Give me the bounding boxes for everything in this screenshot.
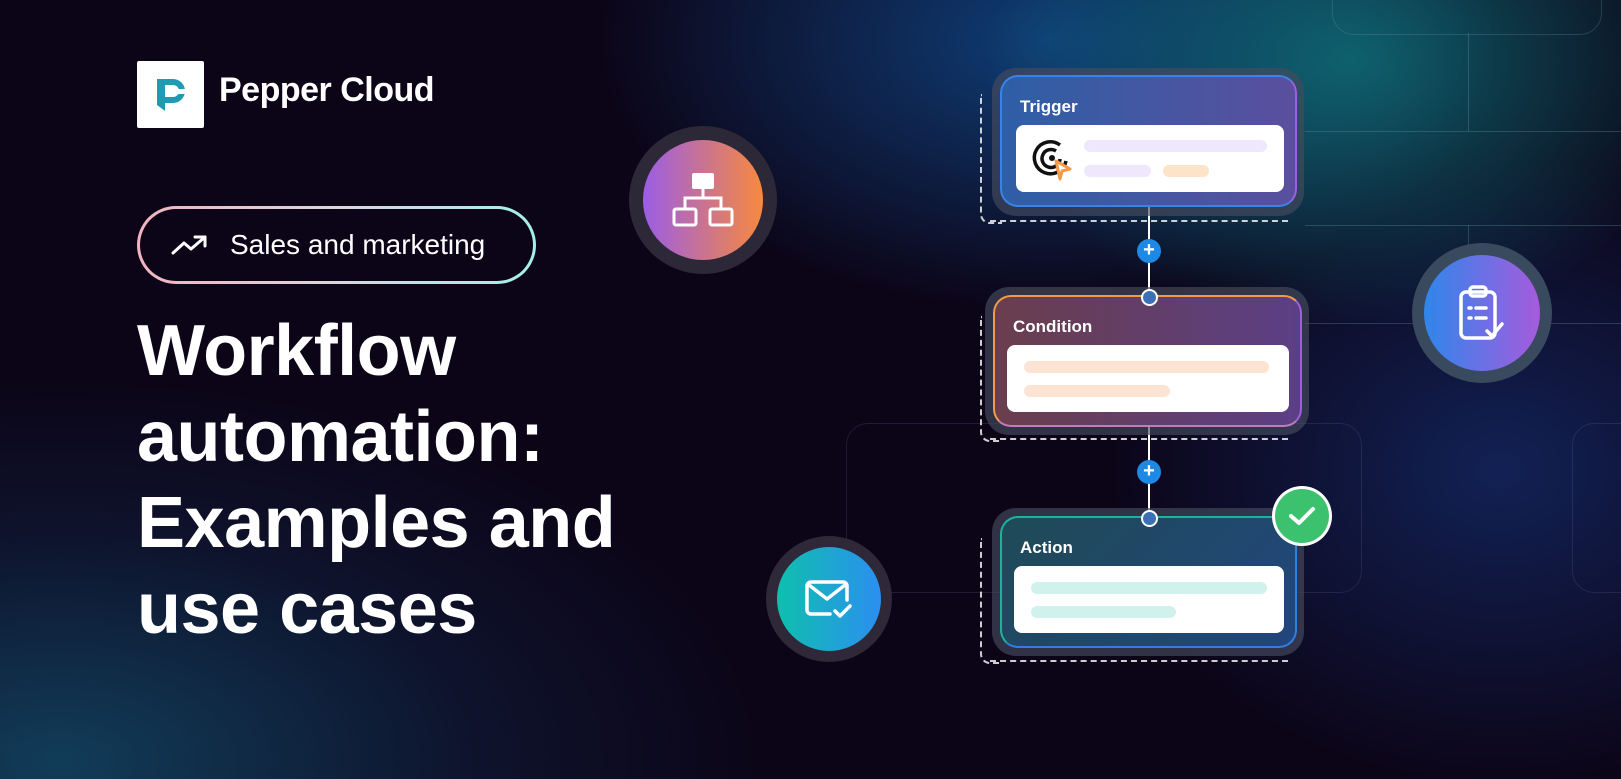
placeholder-bar [1084,140,1267,152]
add-step-button[interactable]: + [1137,460,1161,484]
drop-zone-outline [990,438,1288,440]
page-title: Workflow automation: Examples and use ca… [137,308,616,652]
grid-line [1305,225,1621,226]
drop-zone-outline [980,94,1002,224]
condition-step-card[interactable]: Condition [993,295,1302,427]
grid-box-right [1572,423,1621,593]
category-label: Sales and marketing [230,229,486,260]
brand-name: Pepper Cloud [219,71,435,109]
grid-box-top-right [1332,0,1602,35]
sitemap-circle [629,126,777,274]
grid-line [1468,225,1469,247]
action-step-card[interactable]: Action [1000,516,1297,648]
title-line: use cases [137,569,477,649]
drop-zone-outline [980,316,1002,442]
plus-icon: + [1143,460,1155,482]
clipboard-check-icon [1459,285,1504,340]
drop-zone-outline [990,660,1288,662]
title-line: Examples and [137,483,616,563]
clipboard-circle [1412,243,1552,383]
connector-node [1141,510,1158,527]
connector-node [1141,289,1158,306]
target-cursor-icon [1032,140,1072,181]
add-step-button[interactable]: + [1137,239,1161,263]
mail-check-icon [805,580,852,618]
mail-circle [766,536,892,662]
category-pill[interactable]: Sales and marketing [137,206,536,284]
pepper-cloud-p-logo-icon [156,78,187,111]
trending-up-icon [171,235,207,255]
step-title: Action [1020,538,1073,557]
status-badge [1272,486,1332,546]
placeholder-bar [1031,582,1267,594]
sitemap-icon [672,173,734,227]
step-content [1014,566,1284,633]
drop-zone-outline [990,220,1288,222]
drop-zone-outline [980,538,1002,664]
grid-line [1305,131,1621,132]
check-icon [1289,507,1315,525]
step-title: Trigger [1020,97,1078,116]
title-line: Workflow [137,311,456,391]
trigger-step-card[interactable]: Trigger [1000,75,1297,207]
grid-line [1468,33,1469,131]
placeholder-bar [1024,361,1269,373]
placeholder-bar [1024,385,1170,397]
placeholder-bar [1031,606,1176,618]
placeholder-bar [1163,165,1209,177]
placeholder-bar [1084,165,1151,177]
step-content [1007,345,1289,412]
pepper-cloud-logo [137,61,204,128]
plus-icon: + [1143,239,1155,261]
step-content [1016,125,1284,192]
title-line: automation: [137,397,544,477]
step-title: Condition [1013,317,1093,336]
